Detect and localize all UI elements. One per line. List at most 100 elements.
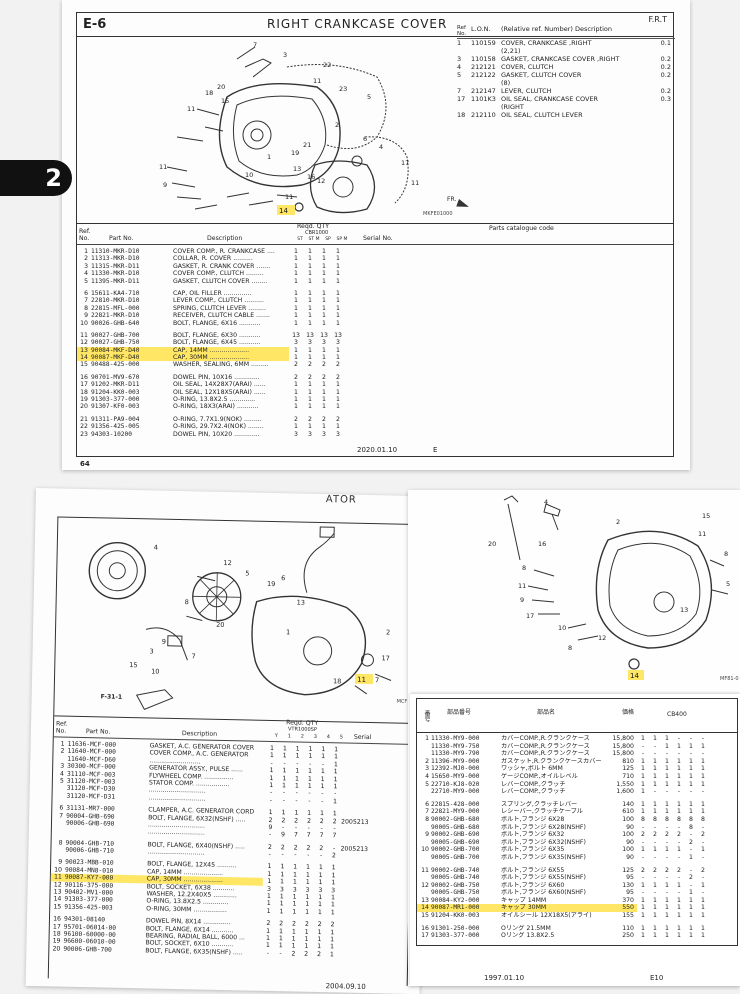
part-number-cell: 22821-MKR-D10 <box>91 312 140 320</box>
desc-cell: GASKET, CLUTCH COVER <box>501 71 582 79</box>
ref-cell: 5 <box>84 277 88 285</box>
price-cell: 125 <box>622 765 634 773</box>
part-number-cell: 90084-MKF-D40 <box>91 346 140 354</box>
svg-text:2: 2 <box>335 121 339 129</box>
qty-header: Reqd. QTY <box>297 223 330 230</box>
qty-cell: - <box>641 750 645 758</box>
qty-cell: 1 <box>689 912 693 920</box>
qty-cell: 1 <box>322 248 326 255</box>
qty-cell: - <box>653 823 657 831</box>
qty-cell: - <box>665 889 669 897</box>
qty-cell: 1 <box>677 912 681 920</box>
qty-cell: - <box>269 831 272 839</box>
price-cell: 15,800 <box>612 735 634 742</box>
ref-cell: 16 <box>421 924 429 932</box>
part-number-cell: 11330-MY9-790 <box>431 750 480 758</box>
qty-cell: - <box>641 889 645 897</box>
lon-cell <box>471 79 501 87</box>
ref-table-header: Ref No. L.O.N. (Relative ref. Number) De… <box>457 25 675 39</box>
qty-cell: 2 <box>308 373 312 381</box>
price-cell: 90 <box>626 823 634 831</box>
top-date-suffix: E <box>433 446 438 454</box>
qty-cell: 1 <box>322 354 326 362</box>
qty-cell: 1 <box>653 932 657 940</box>
part-name-cell: ボルト,フランジ 6X28(NSHF) <box>501 823 586 831</box>
qty-cell: 1 <box>336 423 340 431</box>
ref-cell: 5 <box>457 71 462 79</box>
qty-cell: 1 <box>653 772 657 780</box>
top-page-frame: E-6 RIGHT CRANKCASE COVER F.R.T <box>76 12 675 457</box>
description-cell: WASHER, SEALING, 6MM ......... <box>173 361 269 369</box>
ref-cell: 1 <box>84 248 88 255</box>
qty-cell: 1 <box>653 735 657 742</box>
qty-cell: 7 <box>306 832 311 840</box>
qty-column-label: 3 <box>313 733 318 740</box>
price-cell: 155 <box>622 912 634 920</box>
part-number-cell: 90002-GHB-740 <box>431 866 480 874</box>
qty-cell: 1 <box>701 800 705 808</box>
part-number-cell: 90701-MV9-670 <box>91 373 140 381</box>
qty-cell: 1 <box>322 423 326 431</box>
qty-cell: 1 <box>701 772 705 780</box>
qty-cell: 1 <box>322 312 326 320</box>
qty-cell: 1 <box>294 403 298 411</box>
qty-cell: 2 <box>689 838 693 846</box>
svg-text:10: 10 <box>151 667 159 675</box>
qty-cell: 8 <box>677 815 681 823</box>
part-number-cell: 90005-GHB-740 <box>431 874 480 882</box>
fr-label: FR. <box>447 196 456 203</box>
ref-cell <box>417 874 431 882</box>
qty-cell: 1 <box>665 780 669 788</box>
desc-cell: (2,21) <box>501 47 521 55</box>
svg-text:4: 4 <box>154 543 158 551</box>
qty-cell: - <box>677 838 681 846</box>
qty-cell: 3 <box>308 430 312 438</box>
part-name-cell: ボルト,フランジ 6X35 <box>501 846 565 854</box>
part-name-cell: Oリング 21.5MM <box>501 924 551 932</box>
price-cell: 125 <box>622 866 634 874</box>
ref-cell <box>51 846 65 854</box>
ref-cell: 18 <box>457 111 466 119</box>
qty-cell: 1 <box>689 742 693 750</box>
qty-cell: 1 <box>701 904 705 912</box>
qty-cell: 2 <box>294 361 298 369</box>
qty-cell: 1 <box>689 896 693 904</box>
serial-cell <box>341 798 410 807</box>
qty-cell: 1 <box>689 904 693 912</box>
svg-text:11: 11 <box>518 582 526 590</box>
qty-cell: 1 <box>689 780 693 788</box>
ref-cell: 17 <box>80 381 88 389</box>
ref-cell: 7 <box>425 808 429 816</box>
ref-cell <box>417 788 431 796</box>
qty-cell: 2 <box>641 831 645 839</box>
qty-cell: - <box>701 853 705 861</box>
qty-cell: - <box>653 742 657 750</box>
qty-cell: 1 <box>294 396 298 404</box>
qty-cell: - <box>677 889 681 897</box>
qty-cell: 1 <box>677 924 681 932</box>
ref-cell: 18 <box>80 388 88 396</box>
qty-cell: 1 <box>294 354 298 362</box>
qty-cell: 8 <box>641 815 645 823</box>
price-cell: 100 <box>622 831 634 839</box>
part-number-cell: 11330-MKR-D10 <box>91 270 140 278</box>
ref-cell: 15 <box>421 912 429 920</box>
qty-cell: - <box>701 823 705 831</box>
qty-column-label: 1 <box>287 733 292 740</box>
description-cell: DOWEL PIN, 10X16 ............. <box>173 373 260 381</box>
qty-column-label: 4 <box>326 734 331 741</box>
qty-cell: 7 <box>332 832 337 840</box>
top-page-header: E-6 RIGHT CRANKCASE COVER F.R.T <box>77 13 673 37</box>
qty-cell: 1 <box>701 924 705 932</box>
qty-cell: - <box>665 838 669 846</box>
